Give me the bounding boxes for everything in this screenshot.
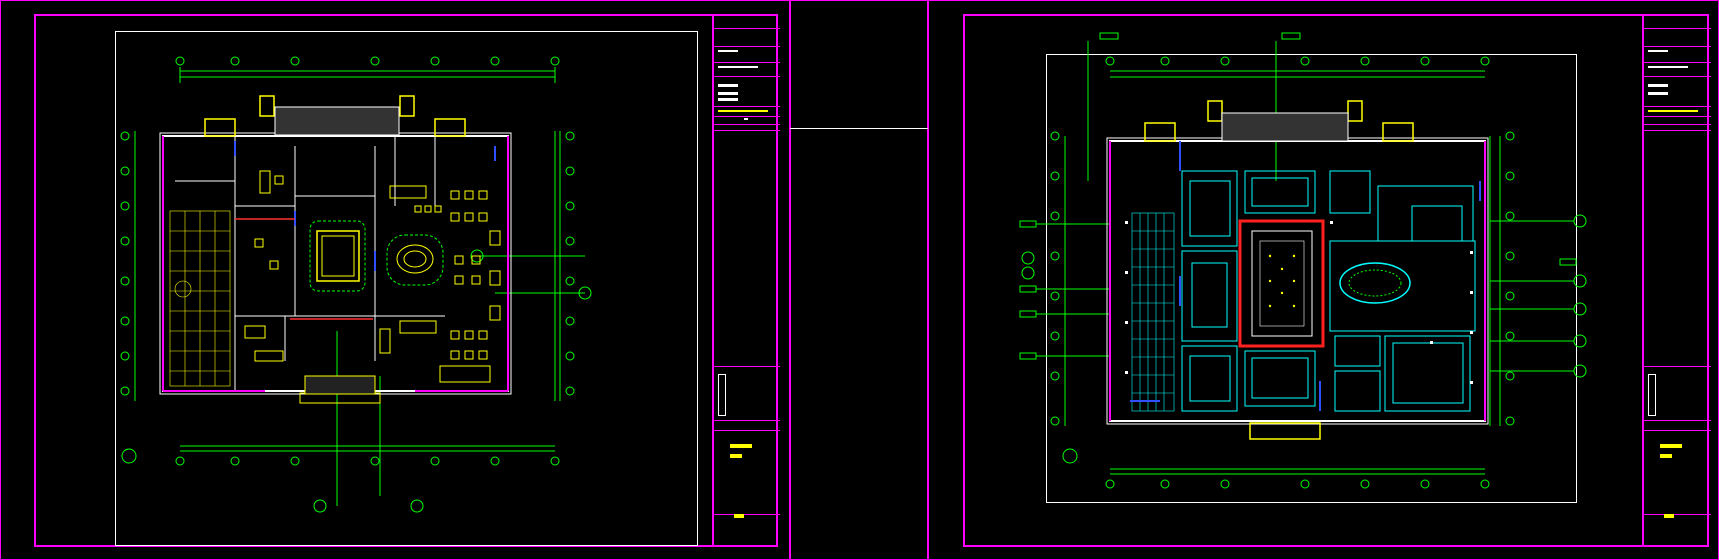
grid-axis-bubbles (120, 56, 575, 466)
viewport-left[interactable] (115, 31, 698, 546)
sheet-border-left (34, 14, 778, 547)
sheet-border-right (963, 14, 1709, 547)
tiled-floor (169, 210, 231, 387)
sheet-frame-middle (790, 0, 928, 560)
interior-walls (175, 136, 445, 391)
north-arrow-icon (121, 448, 137, 464)
north-arrow-icon (1062, 448, 1078, 464)
dining-furniture (244, 170, 501, 383)
ceiling-grid (1131, 212, 1175, 412)
viewport-right[interactable] (1046, 54, 1577, 503)
ceiling-panels (1181, 170, 1476, 412)
ceiling-plan-drawing[interactable] (1000, 31, 1620, 501)
title-block-left (712, 14, 780, 547)
floor-plan-drawing[interactable] (115, 31, 698, 546)
middle-divider (790, 128, 928, 129)
title-block-right (1642, 14, 1711, 547)
